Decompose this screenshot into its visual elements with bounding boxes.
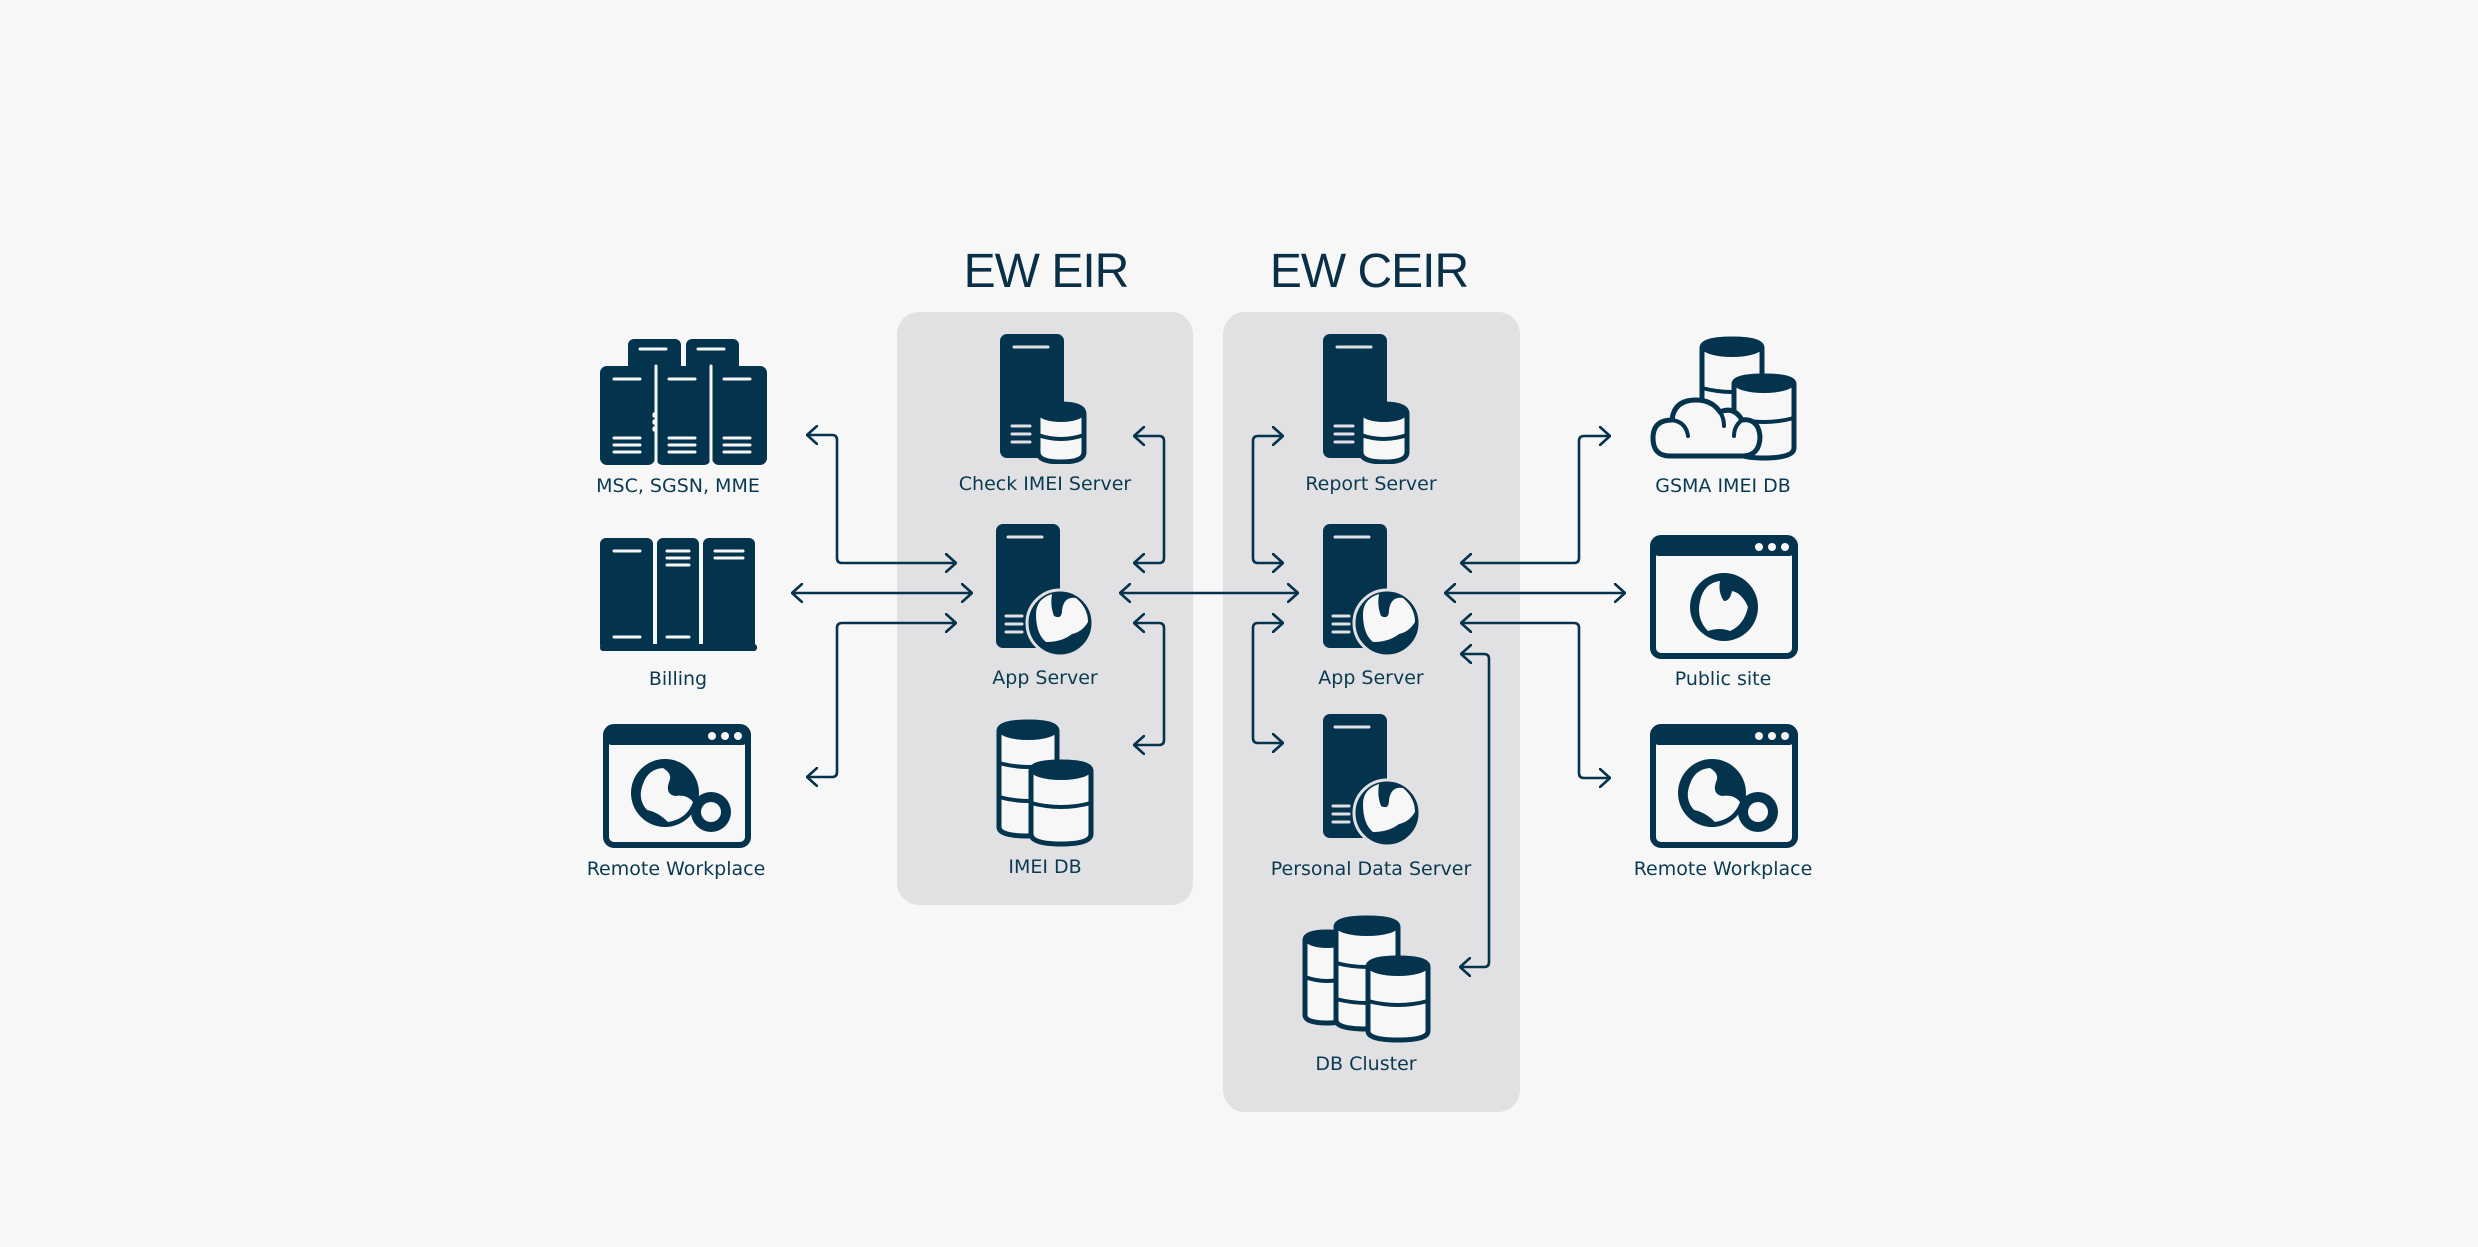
server-rack-icon [600, 538, 757, 651]
node-label-gsma: GSMA IMEI DB [1655, 475, 1791, 497]
server-globe-icon [996, 524, 1094, 658]
node-label-ceir-app: App Server [1318, 667, 1424, 689]
link-gsma [1461, 436, 1610, 563]
link-check-imei [1134, 436, 1166, 563]
node-label-remote-right: Remote Workplace [1633, 858, 1813, 880]
node-label-msc: MSC, SGSN, MME [596, 475, 760, 497]
link-remote-left [807, 623, 956, 777]
browser-globe-icon [1650, 535, 1798, 659]
node-label-remote-left: Remote Workplace [586, 858, 766, 880]
node-label-billing: Billing [648, 668, 708, 690]
node-label-public-site: Public site [1674, 668, 1772, 690]
server-database-icon [1323, 334, 1410, 464]
server-cluster-icon [600, 339, 767, 465]
cloud-database-icon [1650, 336, 1797, 461]
node-label-imei-db: IMEI DB [1008, 856, 1082, 878]
node-label-check-imei: Check IMEI Server [958, 473, 1132, 495]
ceir-title: EW CEIR [1269, 245, 1469, 298]
link-personal [1251, 623, 1283, 743]
browser-globe-gear-icon [603, 724, 751, 848]
link-db-cluster [1460, 654, 1491, 967]
link-imei-db [1134, 623, 1166, 745]
node-label-report: Report Server [1305, 473, 1437, 495]
browser-globe-gear-icon [1650, 724, 1798, 848]
server-database-icon [1000, 334, 1087, 464]
link-msc [807, 435, 956, 563]
database-cluster-icon [1302, 915, 1431, 1043]
link-remote-right [1461, 623, 1610, 778]
node-label-personal: Personal Data Server [1270, 858, 1472, 880]
server-globe-icon [1323, 714, 1421, 848]
eir-title: EW EIR [963, 245, 1130, 298]
server-globe-icon [1323, 524, 1421, 658]
node-label-db-cluster: DB Cluster [1315, 1053, 1417, 1075]
database-stack-icon [996, 719, 1094, 847]
link-report [1251, 436, 1283, 563]
node-label-eir-app: App Server [992, 667, 1098, 689]
